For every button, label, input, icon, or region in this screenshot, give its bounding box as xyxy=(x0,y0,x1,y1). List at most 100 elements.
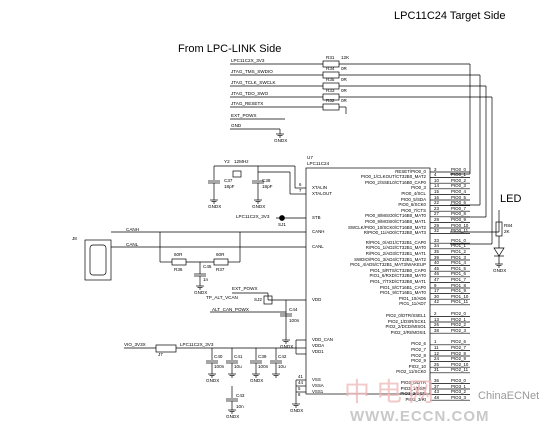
ic-right-pin-number: 30 xyxy=(434,293,439,299)
ic-right-pin-number: 40 xyxy=(434,260,439,266)
ic-right-pin: PIO1_7/TXD/CT32B0_MAT1 xyxy=(369,278,426,284)
resistor-ref: R33 xyxy=(326,88,335,93)
ic-bottom-pin-number: 41 xyxy=(298,374,303,379)
sj2-ref: SJ2 xyxy=(254,297,262,302)
r37-ref: R37 xyxy=(216,267,225,272)
sj1-net: LPC11C2X_3V3 xyxy=(236,214,270,219)
ic-left-pin: VDD1 xyxy=(312,349,324,354)
r84-value: 2K xyxy=(504,229,510,234)
ic-ref: U7 xyxy=(307,155,313,160)
net-label: PIO1_11 xyxy=(451,299,469,305)
ic-right-pin: PIO2_6 xyxy=(411,341,426,347)
c45-value: 1n xyxy=(203,277,209,282)
ic-right-pin: PIO2_2/DCD/MISO1 xyxy=(385,324,426,330)
c44-ref: C44 xyxy=(289,307,298,312)
net-label: PIO0_6 xyxy=(451,200,466,206)
ic-right-pin: PIO0_8/MISO0/CT16B0_MAT0 xyxy=(365,213,426,219)
c40-value: 100n xyxy=(214,364,225,369)
net-label: PIO0_1 xyxy=(451,172,466,178)
ic-right-pin: PIO1_11/AD7 xyxy=(399,301,426,307)
gnd-label: GNDX xyxy=(250,378,264,383)
r84-ref: R84 xyxy=(504,223,513,228)
ic-right-pin-number: 34 xyxy=(434,243,439,249)
resistor-ref: R35 xyxy=(326,77,335,82)
ic-right-pin: PIO3_1/DSR xyxy=(400,385,426,391)
ic-left-pin-number: 7 xyxy=(299,188,302,193)
led-label: LED xyxy=(500,193,522,205)
ic-right-pin: PIO3_3/RI xyxy=(405,396,427,402)
c37-ref: C37 xyxy=(224,178,233,183)
net-label: PIO1_10 xyxy=(451,293,469,299)
ic-right-pin-number: 9 xyxy=(434,282,437,288)
gnd-label: GNDX xyxy=(206,378,220,383)
j7-ref: J7 xyxy=(158,352,163,357)
net-label: PIO2_11 xyxy=(451,367,469,373)
ic-right-pin: PIO2_0/DTR/SSEL1 xyxy=(385,312,426,318)
ic-right-pin-number: 14 xyxy=(434,183,439,189)
ic-left-pin: XTALIN xyxy=(312,185,328,190)
resistor-value: 0R xyxy=(341,88,347,93)
link-signal: JTAG_RESETX xyxy=(231,101,264,106)
net-label: PIO0_3 xyxy=(451,183,466,189)
r36-value: 60R xyxy=(174,252,183,257)
ic-right-pin: R/PIO1_0/AD1/CT32B1_CAP0 xyxy=(365,239,426,245)
net-label: PIO3_2 xyxy=(451,389,466,395)
net-label: PIO2_0 xyxy=(451,310,466,316)
gnd-label: GNDX xyxy=(280,344,294,349)
net-label: PIO1_9 xyxy=(451,288,466,294)
link-signal: LPC11C2X_3V3 xyxy=(231,58,265,63)
gnd-label: GNDX xyxy=(252,204,266,209)
ic-left-pin: VDDA xyxy=(312,343,325,348)
ic-right-pin-number: 12 xyxy=(434,350,439,356)
net-label: PIO3_1 xyxy=(451,383,466,389)
ic-left-pin: CANH xyxy=(312,229,325,234)
ic-right-pin: R/PIO1_2/AD3/CT32B1_MAT1 xyxy=(365,250,426,256)
net-label: PIO1_8 xyxy=(451,282,466,288)
ic-right-pin: PIO2_7 xyxy=(411,346,426,352)
ic-right-pin-number: 17 xyxy=(434,288,439,294)
ic-right-pin: PIO0_2/SSEL0/CT16B0_CAP0 xyxy=(364,179,426,185)
ic-right-pin: PIO1_9/CT16B1_MAT0 xyxy=(379,290,426,296)
gnd-label: GNDX xyxy=(194,290,208,295)
link-signal: JTAG_TDO_SWO xyxy=(231,91,269,96)
ic-right-pin: PIO0_5/SDA xyxy=(400,196,426,202)
r36-ref: R36 xyxy=(174,267,183,272)
ic-right-pin-number: 2 xyxy=(434,310,437,316)
ic-right-pin-number: 3 xyxy=(434,166,437,172)
link-signal: JTAG_TMS_SWDIO xyxy=(231,69,273,74)
ic-right-pin-number: 22 xyxy=(434,200,439,206)
ic-right-pin: PIO0_9/MOSI0/CT16B0_MAT1 xyxy=(365,218,426,224)
ic-right-pin-number: 39 xyxy=(434,254,439,260)
vdd-net-label: LPC11C2X_3V3 xyxy=(180,342,214,347)
c39-ref: C39 xyxy=(258,354,267,359)
link-signal: JTAG_TCLK_SWCLK xyxy=(231,80,276,85)
ic-right-pin-number: 29 xyxy=(434,222,439,228)
tp-alt-vcan-label: TP_ALT_VCAN xyxy=(206,295,238,300)
net-label: PIO2_1 xyxy=(451,316,466,322)
ic-right-pin: PIO0_7/CTS xyxy=(401,207,426,213)
ic-right-pin: PIO2_11/SCK0 xyxy=(396,369,426,375)
net-label: PIO3_3 xyxy=(451,394,466,400)
ic-right-pin: R/PIO1_1/AD2/CT32B1_MAT0 xyxy=(365,245,426,251)
net-label: PIO0_7 xyxy=(451,205,466,211)
watermark-url: WWW.ECCN.COM xyxy=(350,408,490,425)
c45-ref: C45 xyxy=(203,264,212,269)
c44-value: 100n xyxy=(289,318,300,323)
ic-right-pin-number: 32 xyxy=(434,228,439,234)
c39-value: 100n xyxy=(258,364,269,369)
ic-right-pin-number: 23 xyxy=(434,205,439,211)
net-label: PIO1_6 xyxy=(451,271,466,277)
ic-right-pin-number: 4 xyxy=(434,172,437,178)
watermark-cn: 中电网 xyxy=(344,378,441,408)
j7-label: VIO_3V3X xyxy=(124,342,146,347)
gnd-label: GNDX xyxy=(493,268,507,273)
ic-bottom-pin-number: 5 xyxy=(298,386,301,391)
ic-left-pin: VSSA xyxy=(312,383,324,388)
ic-right-pin-number: 38 xyxy=(434,327,439,333)
ic-right-pin-number: 31 xyxy=(434,367,439,373)
ic-right-pin-number: 36 xyxy=(434,377,439,383)
sj1-ref: SJ1 xyxy=(278,222,286,227)
ic-right-pin-number: 1 xyxy=(434,339,437,345)
ic-right-pin: PIO1_4/AD5/CT32B1_MAT3/WAKEUP xyxy=(350,262,426,268)
ic-right-pin: PIO1_8/CT16B1_CAP0 xyxy=(379,284,426,290)
